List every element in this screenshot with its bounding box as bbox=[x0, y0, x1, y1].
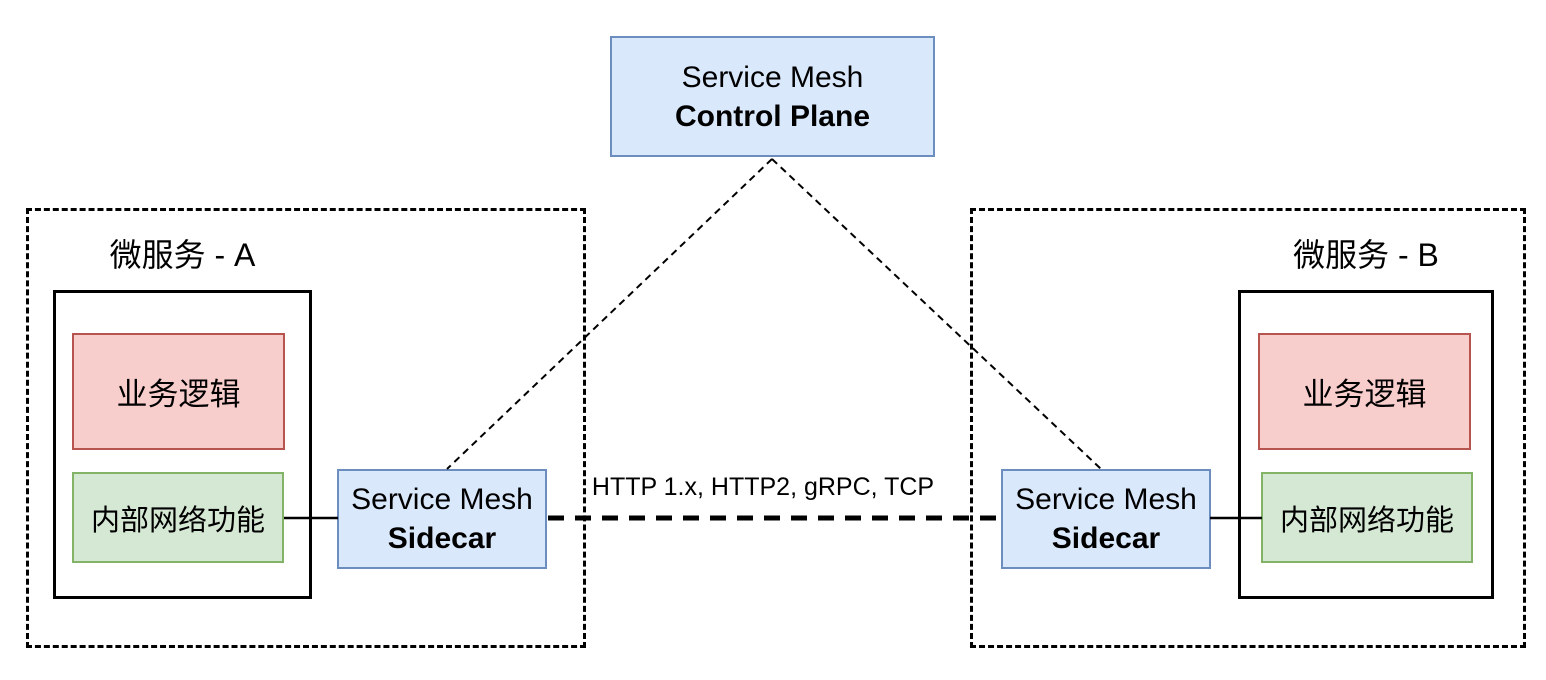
microservice-a-sidecar-box: Service Mesh Sidecar bbox=[337, 469, 547, 569]
microservice-b-sidecar-box: Service Mesh Sidecar bbox=[1001, 469, 1211, 569]
control-plane-label-line1: Service Mesh bbox=[681, 60, 864, 94]
control-plane-label-line2: Control Plane bbox=[674, 99, 870, 133]
microservice-b-internal-network-box: 内部网络功能 bbox=[1261, 472, 1473, 563]
sidecar-connection-protocol-label: HTTP 1.x, HTTP2, gRPC, TCP bbox=[591, 473, 935, 501]
microservice-b-business-logic-box: 业务逻辑 bbox=[1258, 333, 1471, 450]
sidecar-b-label-line2: Sidecar bbox=[1051, 522, 1161, 555]
microservice-b-title: 微服务 - B bbox=[1293, 237, 1439, 273]
sidecar-a-label-line2: Sidecar bbox=[387, 522, 497, 555]
control-plane-box: Service Mesh Control Plane bbox=[610, 36, 935, 157]
microservice-a-internal-network-box: 内部网络功能 bbox=[72, 472, 284, 563]
microservice-b-internal-network-label: 内部网络功能 bbox=[1279, 504, 1454, 537]
microservice-b-business-logic-label: 业务逻辑 bbox=[1302, 377, 1427, 412]
microservice-a-internal-network-label: 内部网络功能 bbox=[90, 504, 265, 537]
sidecar-b-label-line1: Service Mesh bbox=[1015, 483, 1197, 516]
sidecar-a-label-line1: Service Mesh bbox=[351, 483, 533, 516]
microservice-a-business-logic-box: 业务逻辑 bbox=[72, 333, 285, 450]
microservice-a-business-logic-label: 业务逻辑 bbox=[116, 377, 241, 412]
microservice-a-title: 微服务 - A bbox=[109, 237, 256, 273]
